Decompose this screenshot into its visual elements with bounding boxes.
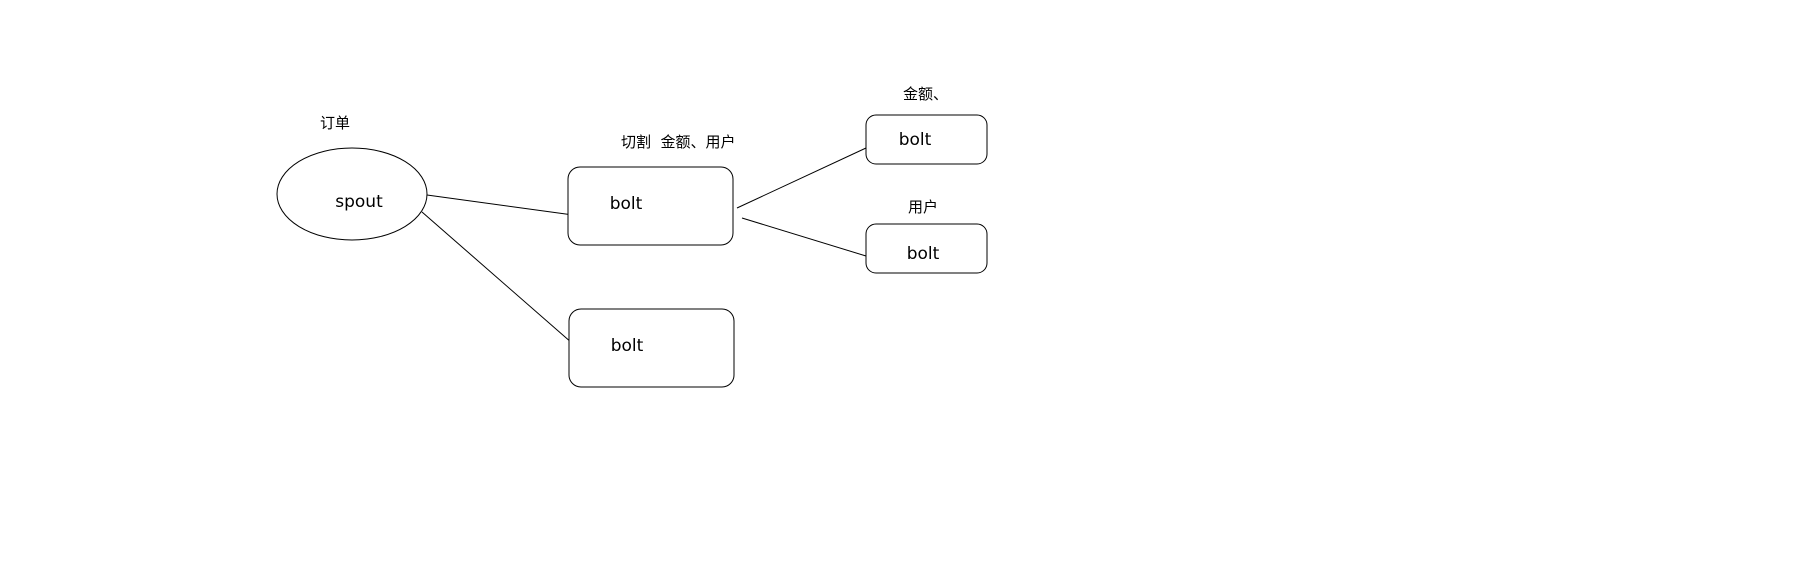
split-bolt-label: bolt [610, 194, 643, 214]
amount-bolt-label: bolt [899, 130, 932, 150]
user-bolt-label: bolt [907, 244, 940, 264]
edge-spout-to-split-bolt [426, 194, 574, 216]
user-bolt-node[interactable]: bolt [865, 223, 988, 274]
spout-caption: 订单 [320, 114, 350, 132]
split-bolt-box [567, 166, 734, 246]
split-bolt-caption: 切割 金额、用户 [621, 133, 736, 151]
spout-ellipse [276, 147, 428, 241]
amount-bolt-node[interactable]: bolt [865, 114, 988, 165]
other-bolt-label: bolt [611, 336, 644, 356]
user-bolt-caption: 用户 [908, 198, 938, 216]
edge-split-bolt-to-amount-bolt [736, 147, 867, 209]
amount-bolt-box [865, 114, 988, 165]
edge-spout-to-other-bolt [421, 211, 581, 351]
split-bolt-node[interactable]: bolt [567, 166, 734, 246]
other-bolt-node[interactable]: bolt [568, 308, 735, 388]
spout-label: spout [335, 192, 383, 212]
edge-split-bolt-to-user-bolt [741, 217, 867, 257]
user-bolt-box [865, 223, 988, 274]
amount-bolt-caption: 金额、 [903, 85, 948, 103]
spout-node[interactable]: spout [276, 147, 428, 241]
other-bolt-box [568, 308, 735, 388]
